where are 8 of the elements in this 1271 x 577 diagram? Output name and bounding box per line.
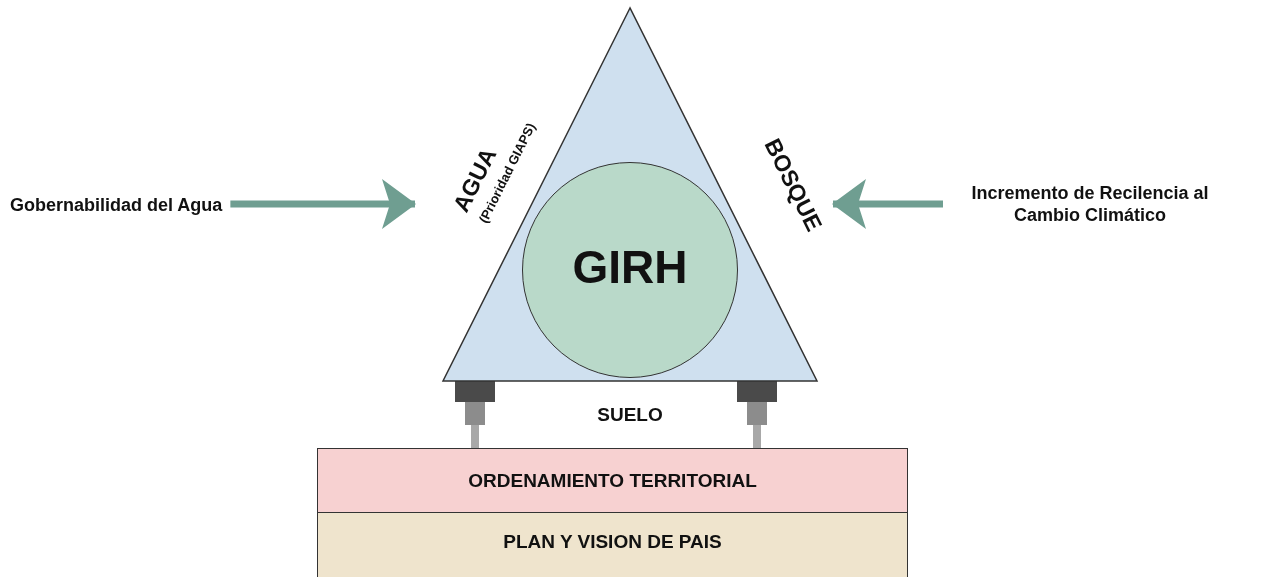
band-label: ORDENAMIENTO TERRITORIAL (468, 469, 757, 492)
ground-label: SUELO (597, 404, 663, 424)
input-label: Gobernabilidad del Agua (10, 194, 223, 216)
band-label: PLAN Y VISION DE PAIS (503, 531, 722, 553)
circle-title: GIRH (572, 240, 688, 294)
layer-band (317, 448, 908, 513)
input-label: Incremento de Recilencia al Cambio Climático (955, 182, 1225, 226)
layer-band (317, 512, 908, 577)
